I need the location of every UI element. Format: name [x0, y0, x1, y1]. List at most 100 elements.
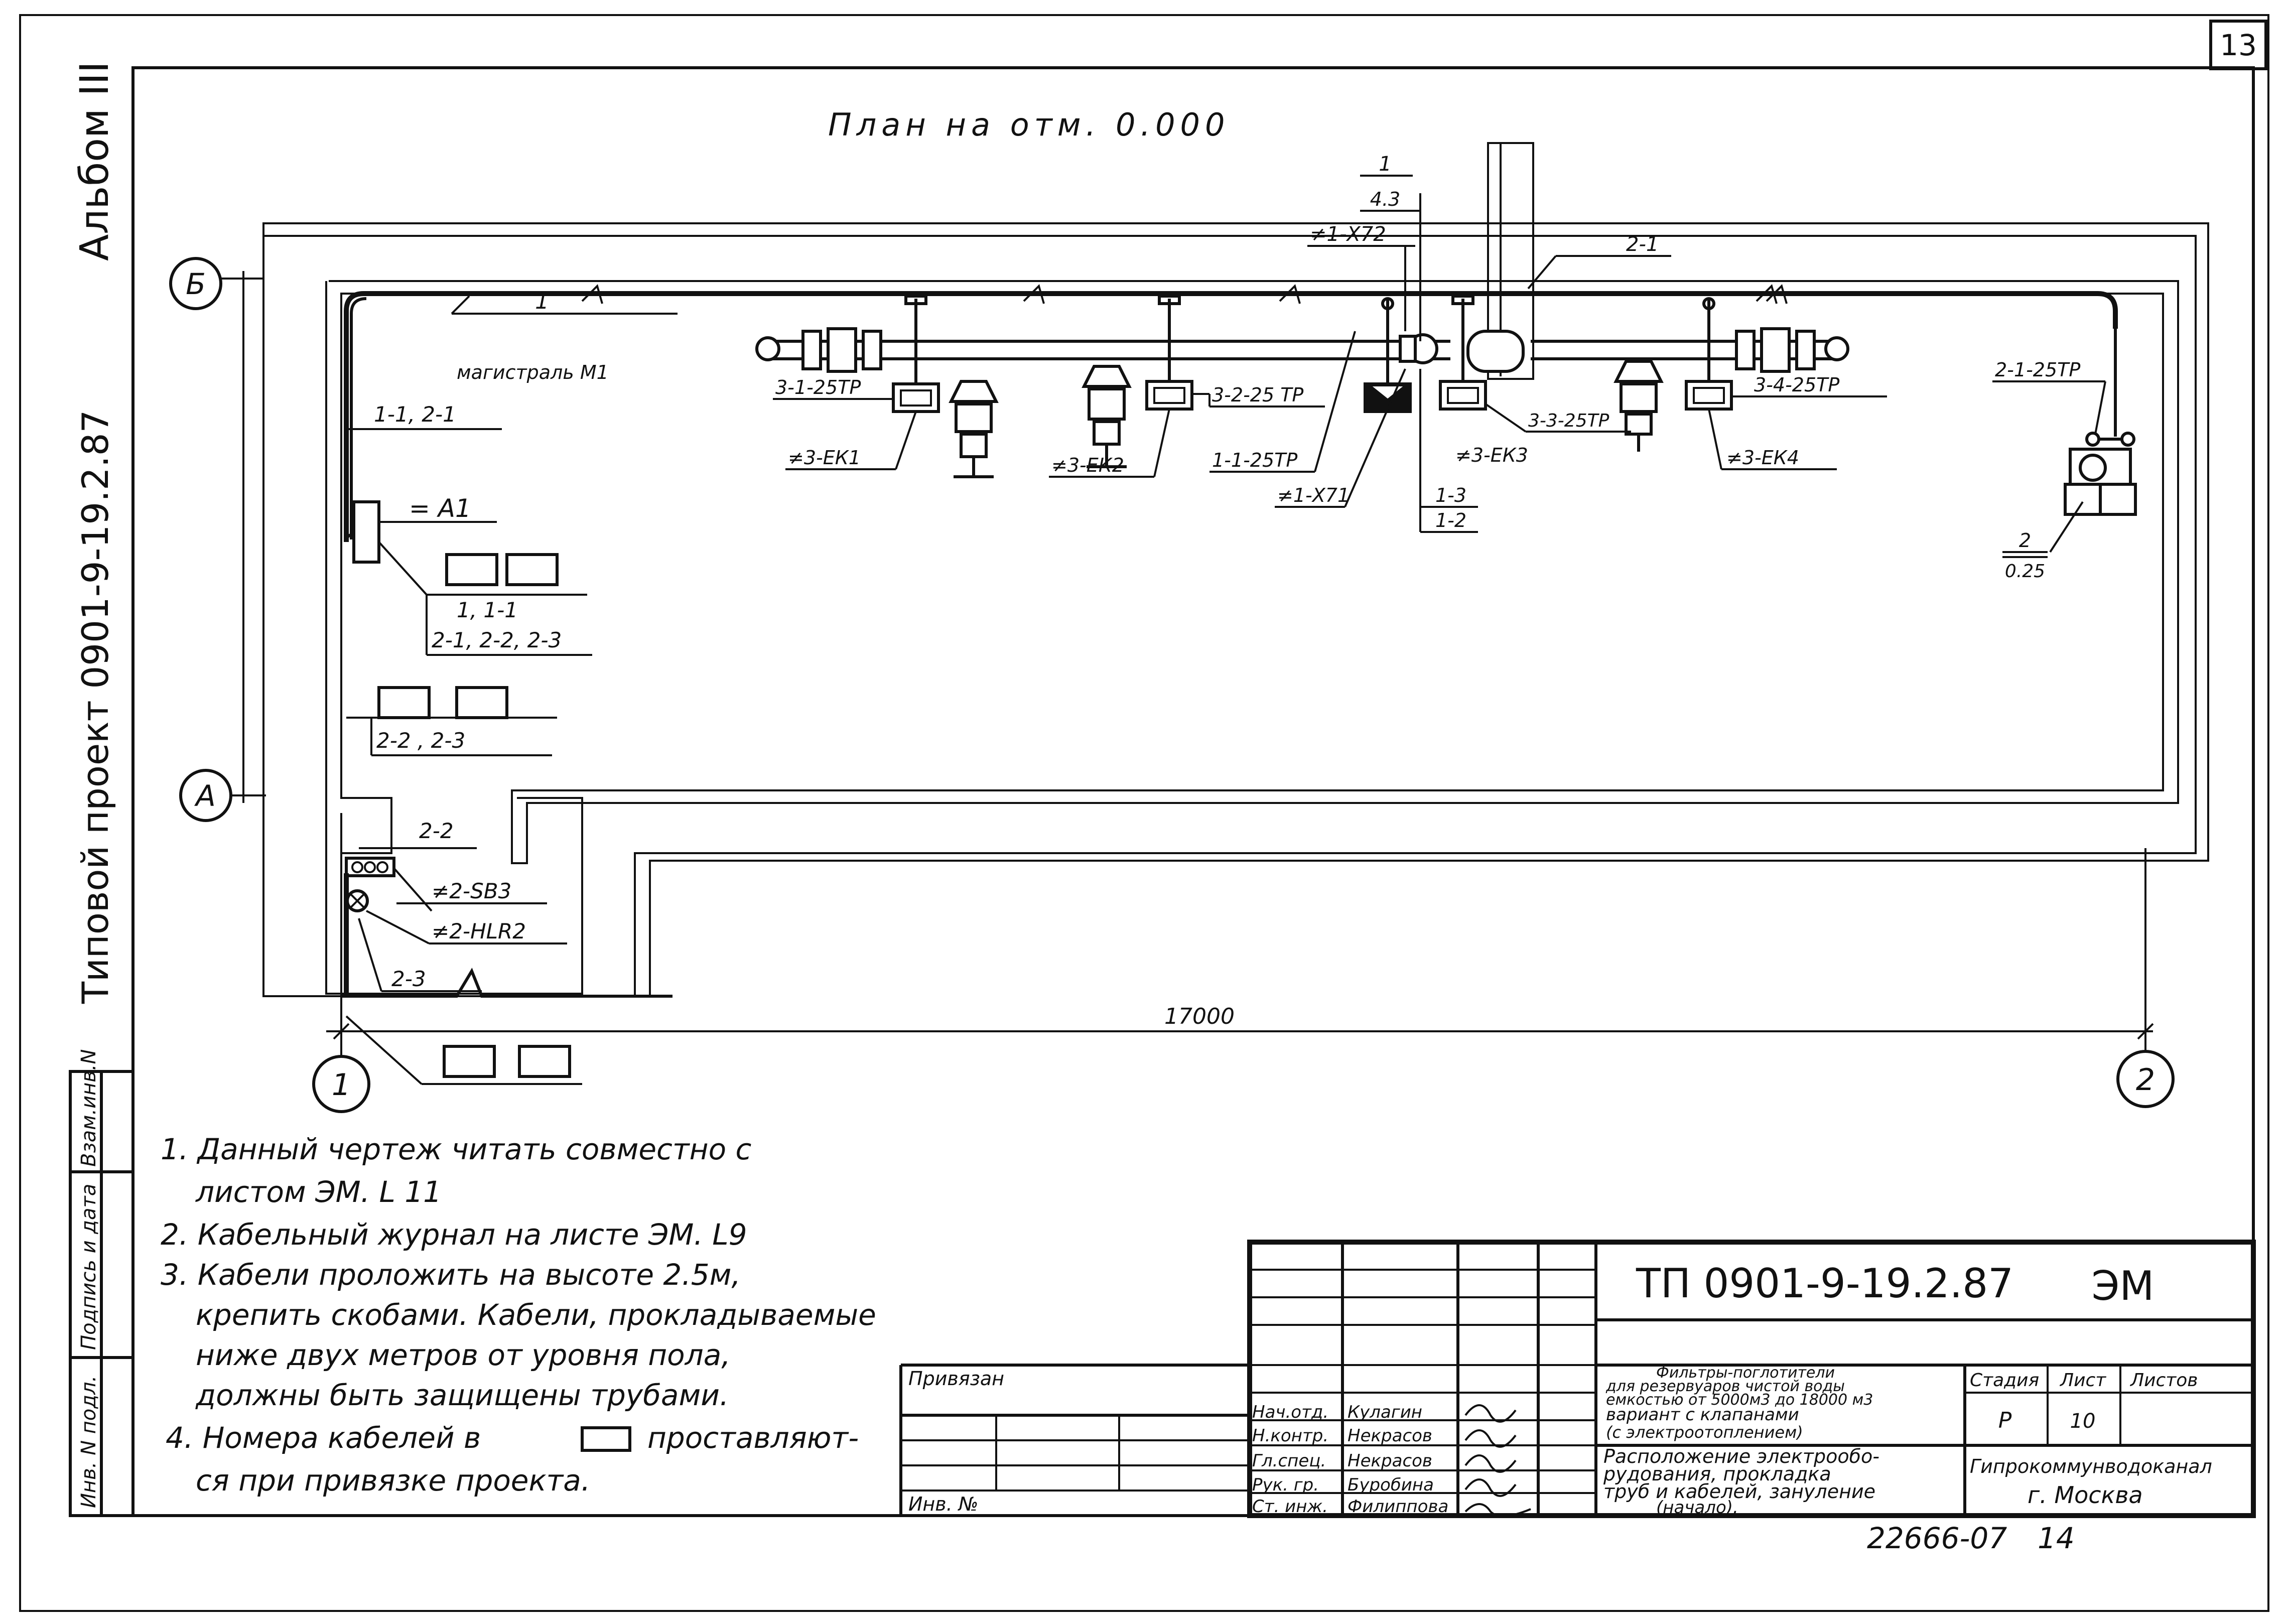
cabinet-a1: [345, 500, 380, 564]
project-label: Типовой проект 0901-9-19.2.87: [74, 410, 116, 1004]
pumps: [949, 360, 1664, 478]
building-outline: [262, 142, 2209, 997]
tb-name-1: Кулагин: [1348, 1402, 1422, 1422]
label-ek1: ≠3-ЕК1: [788, 447, 861, 469]
tb-inv-no: Инв. №: [908, 1493, 978, 1515]
label-t21: 2-1-25ТР: [1995, 359, 2080, 381]
tb-desc2-2: рудования, прокладка: [1603, 1463, 1831, 1485]
label-x71: ≠1-Х71: [1277, 484, 1350, 506]
label-22-23: 2-2 , 2-3: [376, 728, 465, 753]
inner-frame: [131, 66, 2255, 1517]
tb-bottom-code: 22666-07: [1867, 1521, 2007, 1555]
label-2-123: 2-1, 2-2, 2-3: [432, 628, 562, 652]
tb-role-3: Гл.спец.: [1252, 1451, 1326, 1471]
label-ek4: ≠3-ЕК4: [1726, 447, 1799, 469]
label-t11: 1-1-25ТР: [1212, 449, 1297, 471]
label-sb3: ≠2-SB3: [432, 879, 511, 903]
tb-desc1-5: (с электроотоплением): [1606, 1423, 1803, 1442]
equipment-2-1: [2064, 329, 2137, 516]
corner-number: 13: [2220, 28, 2257, 62]
note-line-10: ся при привязке проекта.: [196, 1463, 590, 1498]
note-line-2: листом ЭМ. L 11: [195, 1175, 442, 1209]
side-stamp: Взам.инв.N Подпись и дата Инв. N подл.: [69, 1049, 134, 1517]
label-a1: = А1: [409, 494, 471, 523]
tb-list-h: Лист: [2059, 1370, 2106, 1391]
tb-list: 10: [2070, 1410, 2096, 1433]
tb-desc2-4: (начало).: [1656, 1498, 1738, 1518]
local-panel: [341, 857, 672, 998]
axis-markers: Б А 1 2 17000: [169, 257, 2175, 1113]
tb-code: ТП 0901-9-19.2.87: [1636, 1260, 2013, 1307]
note-line-6: ниже двух метров от уровня пола,: [196, 1338, 731, 1372]
label-2-3: 2-3: [391, 967, 426, 991]
pump-2: [1082, 365, 1132, 468]
tb-role-1: Нач.отд.: [1252, 1402, 1328, 1422]
label-2-2: 2-2: [419, 819, 454, 843]
tb-name-5: Филиппова: [1348, 1497, 1448, 1517]
tb-bottom-num: 14: [2038, 1521, 2075, 1555]
plan-labels: 1 магистраль М1 1-1, 2-1 = А1 1, 1-1 2-1…: [374, 153, 2080, 991]
label-x72: ≠1-Х72: [1310, 223, 1386, 246]
tb-stadiya-h: Стадия: [1970, 1370, 2039, 1391]
label-frac-2: 2: [2019, 529, 2031, 552]
axis-2-label: 2: [2136, 1062, 2155, 1098]
note-line-8: 4. Номера кабелей в: [166, 1421, 481, 1455]
label-1-1-1: 1, 1-1: [457, 598, 518, 622]
tb-role-5: Ст. инж.: [1252, 1497, 1328, 1517]
tb-signatures: [1464, 1404, 1531, 1517]
tb-desc1-2: для резервуаров чистой воды: [1605, 1378, 1845, 1395]
stamp-vzam: Взам.инв.N: [77, 1049, 100, 1167]
dimension-text: 17000: [1164, 1004, 1235, 1029]
tb-org-1: Гипрокоммунводоканал: [1970, 1455, 2212, 1477]
stamp-podpis: Подпись и дата: [77, 1184, 100, 1350]
label-main-1: 1: [535, 289, 549, 314]
tb-desc2-3: труб и кабелей, зануление: [1603, 1480, 1875, 1503]
plan-title: План на отм. 0.000: [828, 106, 1230, 143]
tb-desc1-3: емкостью от 5000м3 до 18000 м3: [1606, 1391, 1873, 1409]
label-main-m1: магистраль М1: [457, 361, 609, 383]
tb-desc1-1: Фильтры-поглотители: [1656, 1364, 1835, 1382]
note-line-9: проставляют-: [647, 1421, 859, 1455]
label-frac-025: 0.25: [2005, 561, 2045, 582]
note-line-3: 2. Кабельный журнал на листе ЭМ. L9: [161, 1217, 747, 1252]
note-cable-box: [581, 1426, 631, 1452]
tb-desc1-4: вариант с клапанами: [1606, 1405, 1799, 1425]
stamp-inv-podl: Инв. N подл.: [77, 1376, 100, 1508]
pump-1: [949, 380, 999, 478]
note-line-4: 3. Кабели проложить на высоте 2.5м,: [161, 1258, 741, 1292]
tb-privyazan: Привязан: [908, 1368, 1004, 1390]
album-label: Альбом III: [72, 61, 117, 261]
note-line-7: должны быть защищены трубами.: [195, 1378, 729, 1412]
axis-1-label: 1: [332, 1067, 351, 1103]
label-hlr2: ≠2-HLR2: [432, 919, 526, 943]
label-frac-43: 4.3: [1370, 188, 1400, 210]
tb-name-4: Буробина: [1348, 1475, 1434, 1495]
tb-name-3: Некрасов: [1348, 1451, 1432, 1471]
pump-3: [1613, 360, 1664, 452]
main-cable-route: [344, 284, 2118, 542]
title-block: Привязан Инв. № Нач.отд. Н.контр. Гл.спе…: [899, 1240, 2256, 1555]
label-t34: 3-4-25ТР: [1754, 374, 1839, 396]
label-ek3: ≠3-ЕК3: [1455, 444, 1528, 466]
label-2-1-top: 2-1: [1626, 233, 1659, 256]
outer-frame: [19, 14, 2269, 1612]
label-t31: 3-1-25ТР: [775, 376, 861, 398]
leader-lines: [345, 175, 2106, 1085]
tb-section: ЭМ: [2092, 1263, 2155, 1309]
note-line-1: 1. Данный чертеж читать совместно с: [161, 1132, 752, 1166]
label-t32: 3-2-25 ТР: [1212, 384, 1303, 406]
tb-listov-h: Листов: [2129, 1370, 2198, 1391]
notes: 1. Данный чертеж читать совместно с лист…: [161, 1132, 876, 1498]
tb-name-2: Некрасов: [1348, 1426, 1432, 1446]
label-frac-1: 1: [1379, 153, 1391, 176]
axis-b-bubble: [169, 257, 222, 310]
tb-stadiya: Р: [1998, 1408, 2012, 1433]
label-1-2: 1-2: [1435, 509, 1466, 531]
pipeline: [755, 327, 1849, 373]
note-line-5: крепить скобами. Кабели, прокладываемые: [196, 1298, 876, 1332]
tb-desc2-1: Расположение электрообо-: [1603, 1445, 1879, 1467]
tb-role-4: Рук. гр.: [1252, 1475, 1319, 1495]
label-t33: 3-3-25ТР: [1528, 411, 1609, 431]
label-1-3: 1-3: [1435, 484, 1466, 506]
